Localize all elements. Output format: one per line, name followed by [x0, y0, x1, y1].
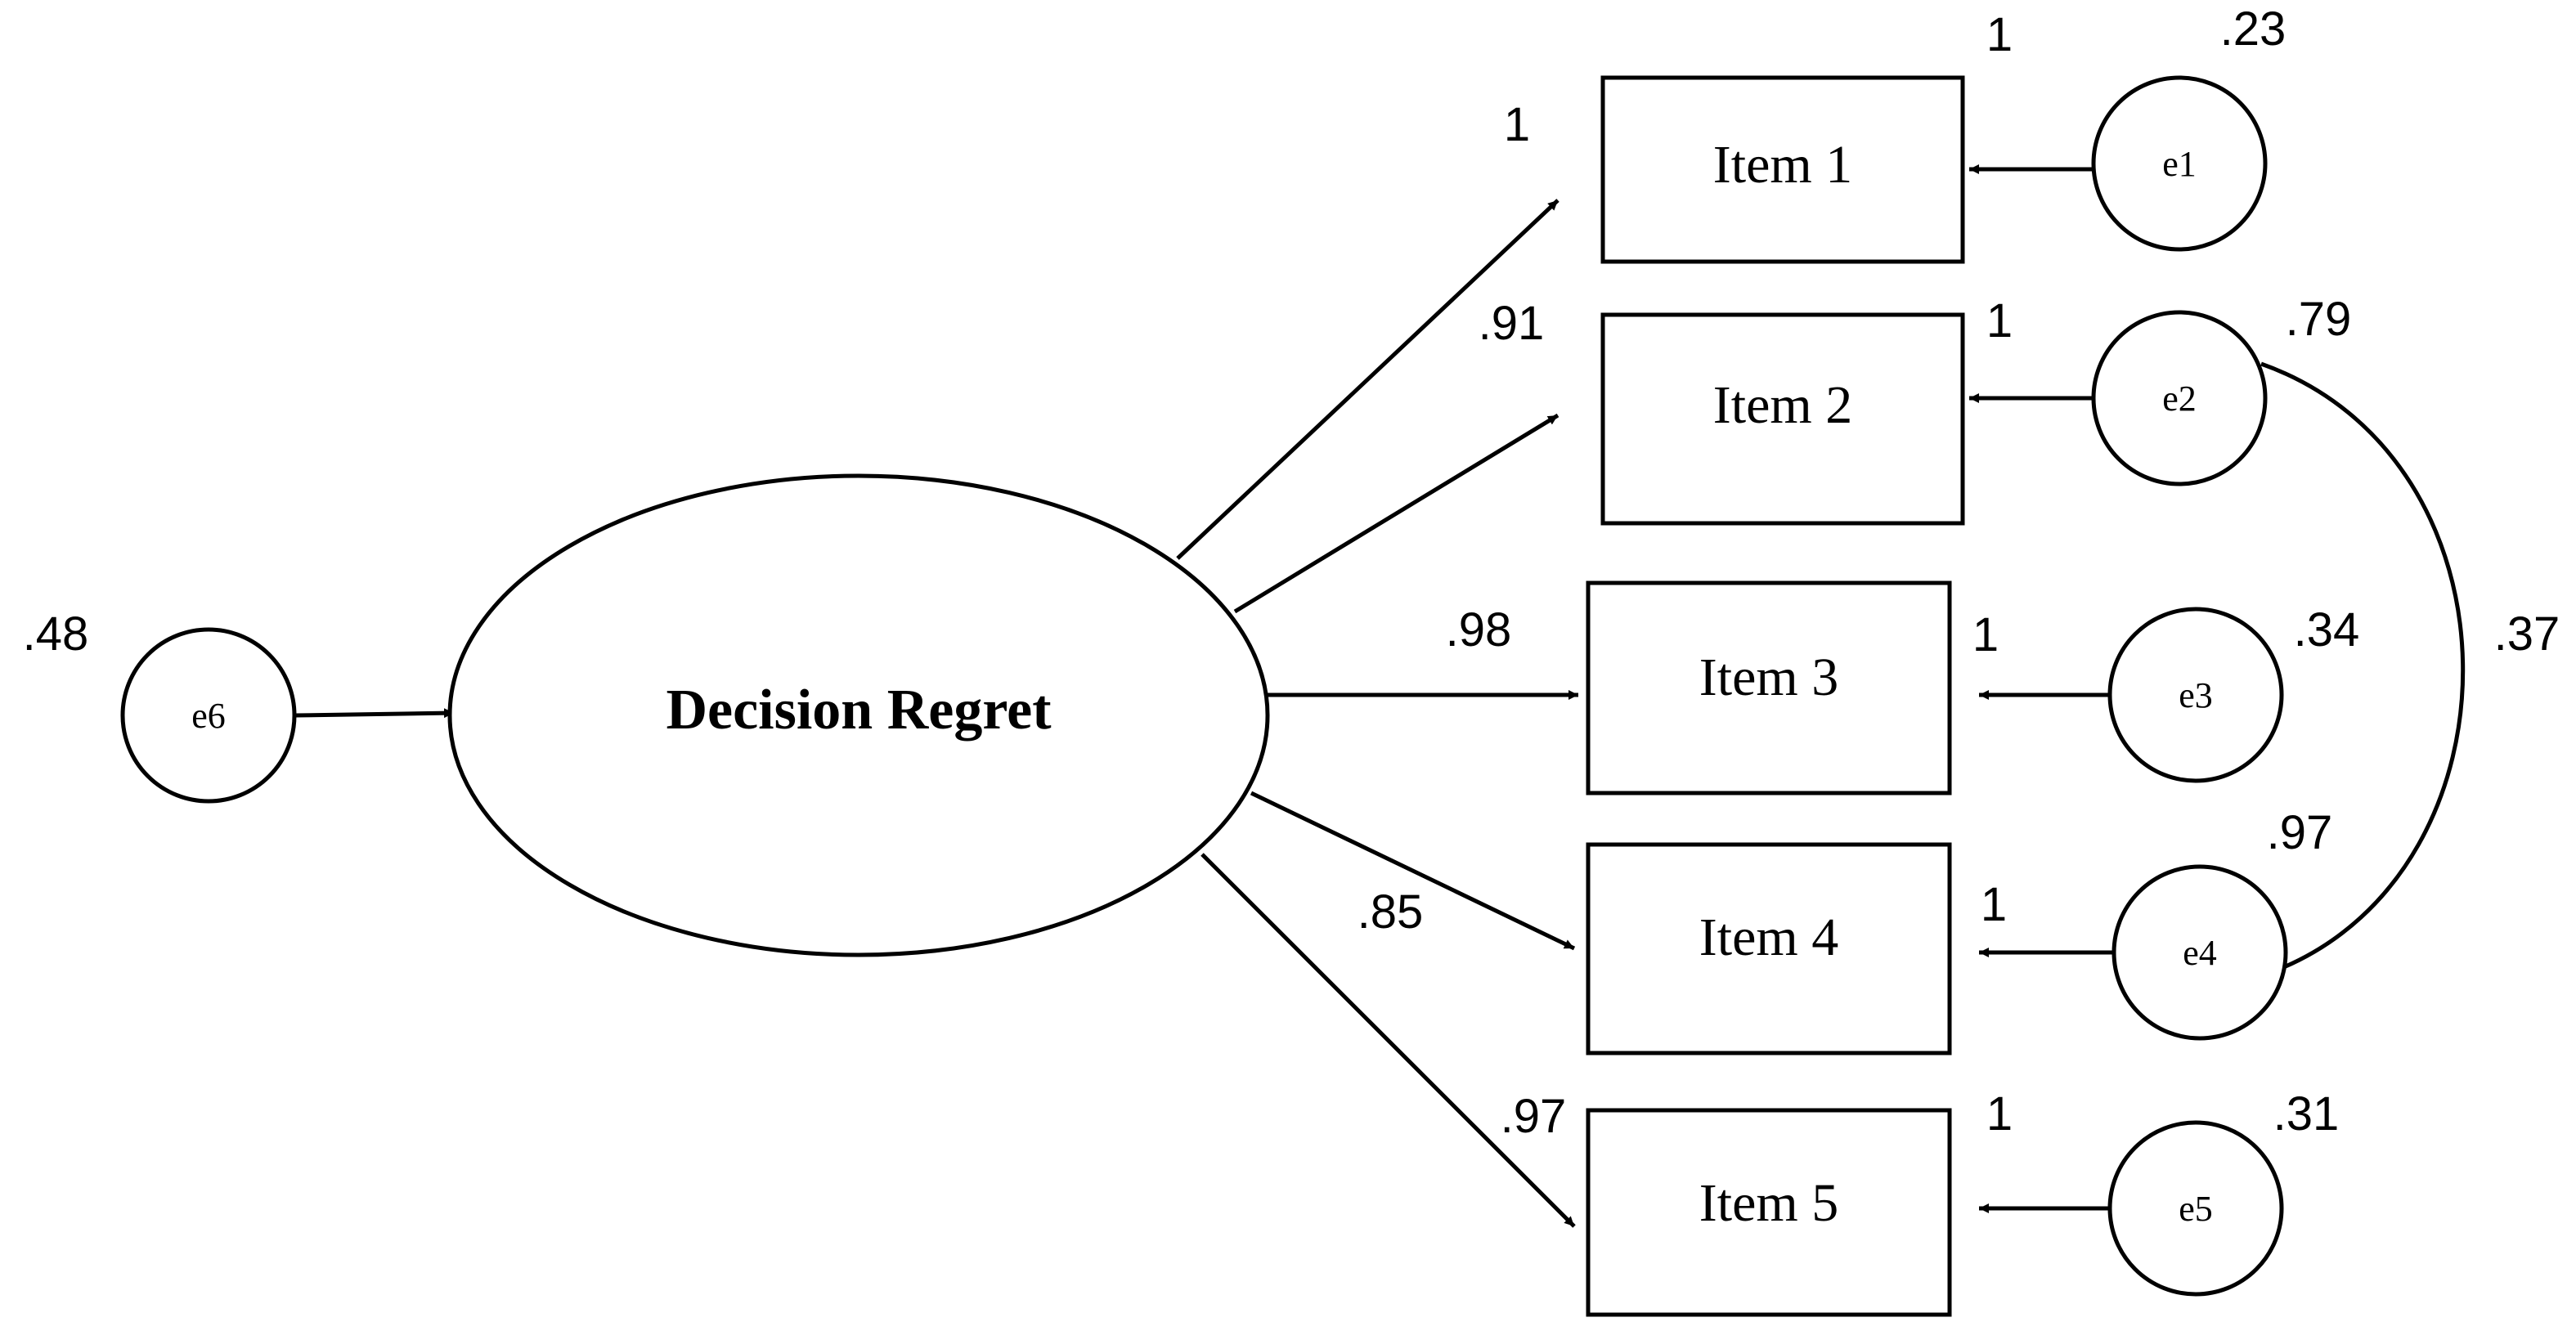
loading-item3: .98 [1446, 603, 1512, 657]
loading-item2: .91 [1479, 297, 1545, 350]
e6-value: .48 [23, 607, 89, 661]
e1-value: .23 [2220, 2, 2287, 56]
item-2-label: Item 2 [1713, 375, 1852, 435]
item-2-box [1600, 312, 1965, 526]
e4-circle [2112, 864, 2288, 1041]
covariance-arc-e2-e4 [2260, 361, 2466, 971]
e5-label: e5 [2179, 1189, 2213, 1229]
latent-label: Decision Regret [666, 679, 1051, 742]
e2-circle [2091, 310, 2268, 486]
item-3: Item 3 [1586, 580, 1952, 795]
e1-circle [2091, 75, 2268, 252]
error-path-item5: 1 [1986, 1087, 2013, 1141]
error-path-item3: 1 [1972, 608, 1999, 661]
path-latent-item2 [1233, 413, 1560, 614]
item-3-box [1586, 580, 1952, 795]
item-4: Item 4 [1586, 842, 1952, 1055]
error-e6: e6 [120, 627, 297, 804]
item-4-label: Item 4 [1699, 908, 1838, 967]
error-e2: e2 [2091, 310, 2268, 486]
error-path-values: 1 1 1 1 1 [1972, 8, 2013, 1141]
loading-paths [1176, 199, 1578, 1228]
item-5-box [1586, 1108, 1952, 1317]
error-e3: e3 [2107, 607, 2284, 783]
path-latent-item4 [1250, 791, 1576, 951]
e3-circle [2107, 607, 2284, 783]
latent-ellipse [447, 473, 1270, 957]
item-1-label: Item 1 [1713, 135, 1852, 195]
item-5-label: Item 5 [1699, 1173, 1838, 1233]
e5-circle [2107, 1120, 2284, 1297]
e6-circle [120, 627, 297, 804]
error-paths [295, 164, 2114, 1213]
path-e6-latent [295, 708, 455, 719]
covariance-value: .37 [2494, 607, 2560, 661]
loading-values: 1 .91 .98 .85 .97 [1358, 98, 1567, 1143]
path-latent-item1 [1176, 199, 1560, 560]
item-3-label: Item 3 [1699, 648, 1838, 707]
error-e1: e1 [2091, 75, 2268, 252]
e2-value: .79 [2286, 293, 2352, 346]
error-path-item2: 1 [1986, 294, 2013, 347]
e4-label: e4 [2183, 933, 2217, 973]
e1-label: e1 [2162, 144, 2197, 184]
loading-item4: .85 [1358, 885, 1424, 939]
path-latent-item5 [1200, 853, 1576, 1228]
item-1: Item 1 [1600, 75, 1965, 264]
loading-item5: .97 [1501, 1090, 1567, 1143]
e5-value: .31 [2273, 1087, 2340, 1141]
error-path-item1: 1 [1986, 8, 2013, 61]
loading-item1: 1 [1504, 98, 1530, 151]
e2-label: e2 [2162, 379, 2197, 419]
error-e4: e4 [2112, 864, 2288, 1041]
error-e5: e5 [2107, 1120, 2284, 1297]
e3-label: e3 [2179, 675, 2213, 715]
error-path-item4: 1 [1981, 878, 2007, 931]
e3-value: .34 [2294, 603, 2360, 657]
e4-value: .97 [2267, 806, 2333, 859]
item-1-box [1600, 75, 1965, 264]
error-values: .23 .79 .34 .97 .31 .48 [23, 2, 2360, 1141]
item-5: Item 5 [1586, 1108, 1952, 1317]
e6-label: e6 [191, 696, 226, 736]
item-4-box [1586, 842, 1952, 1055]
item-2: Item 2 [1600, 312, 1965, 526]
